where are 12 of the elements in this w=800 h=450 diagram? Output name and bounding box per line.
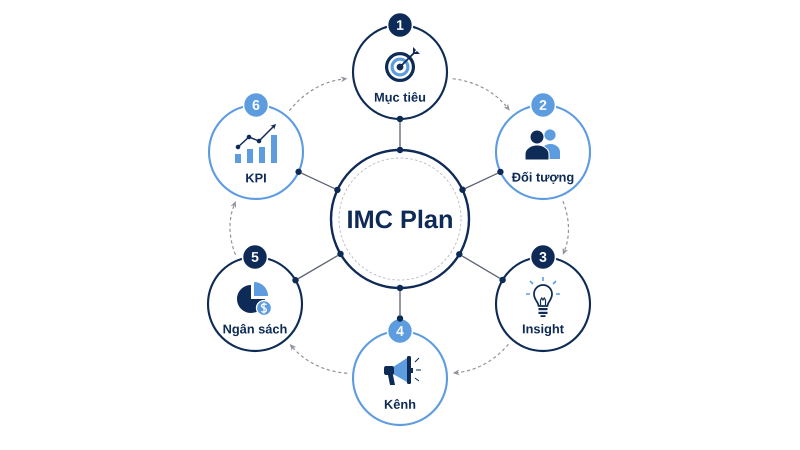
number-badge: 2 — [530, 92, 556, 118]
line — [399, 122, 401, 147]
number-badge: 4 — [386, 318, 414, 344]
number-badge: 6 — [242, 92, 270, 118]
line — [298, 254, 338, 280]
line — [465, 172, 498, 189]
line — [462, 255, 500, 279]
line — [301, 172, 335, 190]
line — [399, 291, 401, 316]
number-badge: 5 — [242, 244, 268, 270]
number-badge: 1 — [386, 12, 414, 38]
number-badge: 3 — [530, 244, 556, 270]
